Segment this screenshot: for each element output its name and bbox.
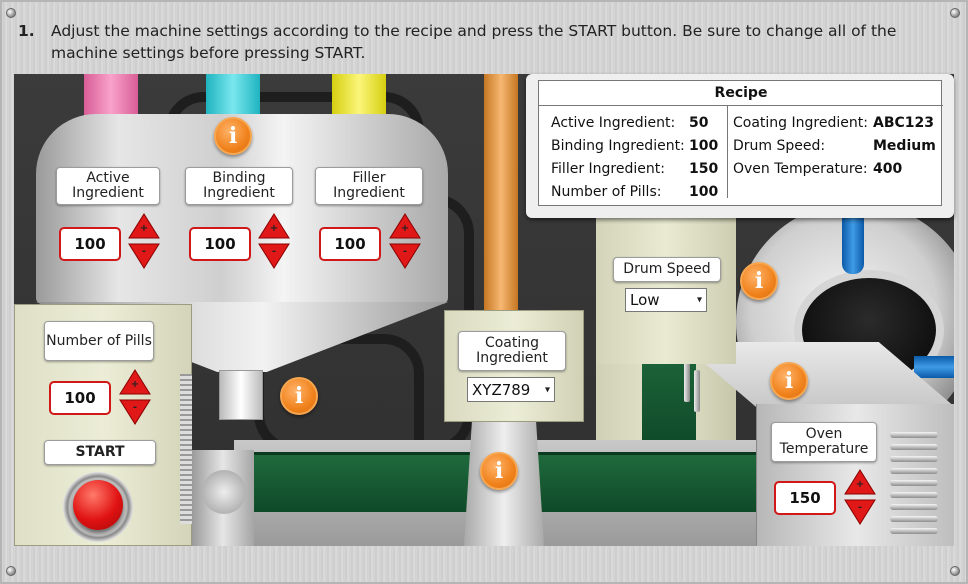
- oven-increase-button[interactable]: +: [843, 468, 877, 496]
- filler-ingredient-value[interactable]: 100: [319, 227, 381, 261]
- oven-vent: [890, 432, 938, 438]
- active-increase-button[interactable]: +: [127, 212, 161, 240]
- recipe-value: 50: [689, 115, 709, 131]
- oven-vent: [890, 468, 938, 474]
- filler-decrease-button[interactable]: -: [388, 242, 422, 270]
- info-icon[interactable]: i: [480, 452, 518, 490]
- pills-increase-button[interactable]: +: [118, 368, 152, 396]
- binding-increase-button[interactable]: +: [257, 212, 291, 240]
- oven-decrease-button[interactable]: -: [843, 498, 877, 526]
- screw-icon: [950, 566, 960, 576]
- recipe-label: Number of Pills:: [551, 184, 662, 200]
- chevron-down-icon: ▾: [696, 294, 702, 306]
- oven-vent: [890, 444, 938, 450]
- info-icon[interactable]: i: [280, 377, 318, 415]
- start-label: START: [44, 440, 156, 465]
- oven-vent: [890, 480, 938, 486]
- chevron-down-icon: ▾: [544, 384, 550, 395]
- coating-ingredient-select[interactable]: XYZ789 ▾: [467, 377, 555, 402]
- drum-speed-label: Drum Speed: [613, 257, 721, 282]
- recipe-label: Coating Ingredient:: [733, 115, 868, 131]
- binding-ingredient-value[interactable]: 100: [189, 227, 251, 261]
- recipe-value: 400: [873, 161, 903, 177]
- recipe-value: 150: [689, 161, 719, 177]
- filler-ingredient-label: Filler Ingredient: [315, 167, 423, 205]
- coating-pipe: [484, 74, 518, 314]
- oven-vent: [684, 360, 690, 402]
- roller-disc: [202, 470, 246, 514]
- oven-stepper: + -: [843, 468, 877, 526]
- active-decrease-button[interactable]: -: [127, 242, 161, 270]
- filler-increase-button[interactable]: +: [388, 212, 422, 240]
- oven-vent: [890, 456, 938, 462]
- info-icon[interactable]: i: [214, 117, 252, 155]
- recipe-value: Medium: [873, 138, 936, 154]
- instruction-number: 1.: [18, 22, 35, 40]
- recipe-value: ABC123: [873, 115, 935, 131]
- coating-ingredient-label: Coating Ingredient: [458, 331, 566, 371]
- oven-vent: [890, 504, 938, 510]
- recipe-label: Drum Speed:: [733, 138, 826, 154]
- oven-vent: [890, 492, 938, 498]
- pills-decrease-button[interactable]: -: [118, 398, 152, 426]
- number-of-pills-value[interactable]: 100: [49, 381, 111, 415]
- active-stepper: + -: [127, 212, 161, 270]
- filler-stepper: + -: [388, 212, 422, 270]
- oven-vent: [890, 528, 938, 534]
- hopper-nozzle: [219, 370, 263, 420]
- screw-icon: [950, 8, 960, 18]
- blue-pipe: [842, 214, 864, 274]
- number-of-pills-label: Number of Pills: [44, 321, 154, 361]
- active-ingredient-label: Active Ingredient: [56, 167, 160, 205]
- binding-tube: [206, 74, 260, 120]
- drum-selected: Low: [630, 291, 660, 309]
- oven-vent: [694, 370, 700, 412]
- start-button[interactable]: [63, 472, 133, 542]
- pills-stepper: + -: [118, 368, 152, 426]
- recipe-label: Oven Temperature:: [733, 161, 868, 177]
- recipe-value: 100: [689, 138, 719, 154]
- info-icon[interactable]: i: [740, 262, 778, 300]
- recipe-label: Binding Ingredient:: [551, 138, 685, 154]
- active-tube: [84, 74, 138, 120]
- info-icon[interactable]: i: [770, 362, 808, 400]
- blue-pipe: [914, 356, 954, 378]
- recipe-label: Active Ingredient:: [551, 115, 676, 131]
- recipe-title: Recipe: [714, 85, 768, 101]
- oven-vent: [890, 516, 938, 522]
- filler-tube: [332, 74, 386, 120]
- screw-icon: [6, 8, 16, 18]
- recipe-label: Filler Ingredient:: [551, 161, 665, 177]
- panel-vent: [180, 374, 192, 524]
- screw-icon: [6, 566, 16, 576]
- recipe-card: Recipe Active Ingredient: 50 Binding Ing…: [526, 74, 954, 218]
- active-ingredient-value[interactable]: 100: [59, 227, 121, 261]
- binding-decrease-button[interactable]: -: [257, 242, 291, 270]
- oven-temperature-value[interactable]: 150: [774, 481, 836, 515]
- oven-temperature-label: Oven Temperature: [771, 422, 877, 462]
- recipe-value: 100: [689, 184, 719, 200]
- instruction-text: Adjust the machine settings according to…: [51, 22, 897, 62]
- binding-stepper: + -: [257, 212, 291, 270]
- coating-selected: XYZ789: [472, 380, 531, 399]
- drum-speed-select[interactable]: Low ▾: [625, 288, 707, 312]
- binding-ingredient-label: Binding Ingredient: [185, 167, 293, 205]
